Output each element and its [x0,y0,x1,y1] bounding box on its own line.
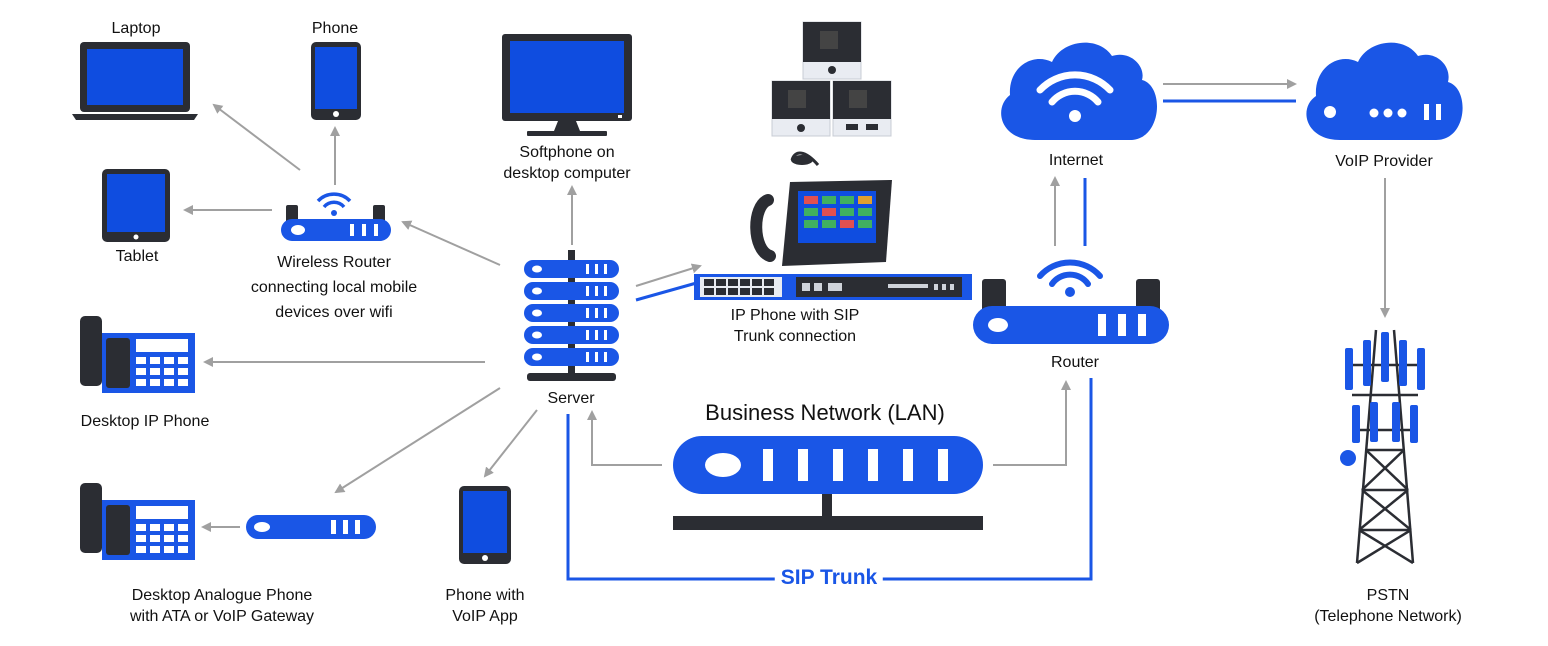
arrow-router-to-laptop [212,103,301,171]
tablet-icon [102,169,170,242]
cell-tower-icon [1340,329,1425,565]
label-line: Trunk connection [733,328,857,345]
label-business-network: Business Network (LAN) [705,400,945,425]
label-line: VoIP App [452,608,518,625]
conference-phone-icon [750,151,892,266]
label-voip-provider: VoIP Provider [1335,153,1433,170]
label-server: Server [547,390,595,407]
laptop-icon [72,42,198,120]
desk-phone-icon [80,316,195,393]
cloud-icon [1306,42,1463,140]
intercom-icon [771,21,892,137]
label-desktop-analogue-phone: Desktop Analogue Phone with ATA or VoIP … [130,585,314,627]
network-switch-icon [673,436,983,530]
server-icon [524,250,619,381]
wireless-router-icon [281,192,391,241]
arrow-server-to-ata [334,387,501,494]
label-router: Router [1050,354,1100,371]
sip-line-server-to-patch [635,280,701,302]
ata-icon [246,515,376,539]
label-line: Wireless Router [277,254,391,271]
label-line: PSTN [1366,587,1410,604]
router-icon [973,259,1169,344]
label-line: Phone with [445,587,525,604]
label-line: IP Phone with SIP [730,307,860,324]
patch-panel-icon [694,274,972,300]
label-desktop-ip-phone: Desktop IP Phone [80,413,210,430]
label-line: with ATA or VoIP Gateway [129,608,315,625]
label-line: Softphone on [519,144,615,161]
phone-icon [311,42,361,120]
arrow-server-to-ip-phone [635,263,702,287]
arrow-lan-to-router [993,380,1071,466]
label-phone-voip-app: Phone with VoIP App [445,585,524,627]
label-line: devices over wifi [275,304,393,321]
cloud-icon [1001,42,1158,140]
label-wireless-router: Wireless Router connecting local mobile … [251,250,417,325]
label-sip-trunk: SIP Trunk [774,567,884,588]
label-line: desktop computer [503,165,631,182]
label-line: Desktop Analogue Phone [131,587,313,604]
label-laptop: Laptop [111,20,161,37]
label-pstn: PSTN (Telephone Network) [1314,585,1462,627]
sip-trunk-lines [566,99,1296,581]
arrow-server-to-voip-app [483,409,538,478]
smartphone-icon [459,486,511,564]
label-tablet: Tablet [115,248,159,265]
label-softphone: Softphone on desktop computer [503,142,630,184]
label-line: connecting local mobile [250,279,418,296]
label-ip-phone-sip: IP Phone with SIP Trunk connection [731,305,860,347]
connectors [183,79,1390,532]
monitor-icon [502,34,632,136]
label-phone: Phone [311,20,359,37]
label-line: (Telephone Network) [1314,608,1462,625]
label-internet: Internet [1048,152,1104,169]
arrow-server-to-wireless-router [401,220,501,266]
desk-phone-icon [80,483,195,560]
arrow-lan-to-server [587,410,662,466]
